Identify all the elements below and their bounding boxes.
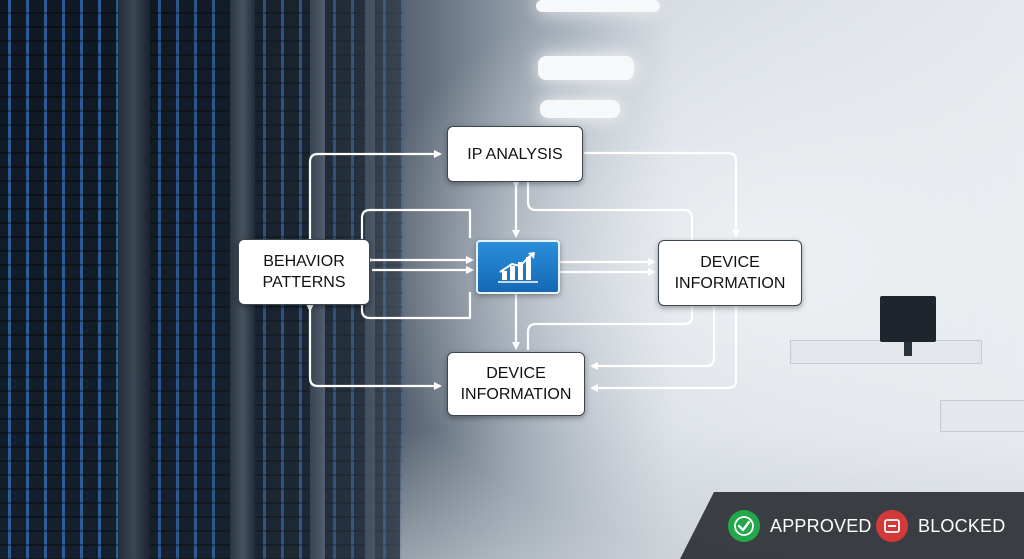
server-rack (375, 0, 403, 559)
connector-line (526, 182, 694, 240)
status-legend: APPROVED BLOCKED (680, 492, 1024, 559)
desk (940, 400, 1024, 432)
server-rack (0, 0, 118, 559)
ceiling-light (540, 100, 620, 118)
node-label: DEVICE INFORMATION (674, 254, 786, 292)
rack-post (118, 0, 150, 559)
connector-line (526, 305, 694, 350)
node-device-information-bottom: DEVICE INFORMATION (447, 352, 585, 416)
legend-blocked: BLOCKED (876, 506, 1005, 546)
desk (790, 340, 982, 364)
server-rack (150, 0, 230, 559)
legend-approved: APPROVED (728, 506, 872, 546)
connector-line (590, 304, 740, 392)
ceiling-light (536, 0, 660, 12)
connector-line (360, 208, 472, 240)
connector-line (584, 151, 740, 238)
node-behavior-patterns: BEHAVIOR PATTERNS (238, 239, 370, 305)
analytics-hub (476, 240, 560, 294)
node-label: IP ANALYSIS (467, 145, 563, 163)
stop-icon (876, 510, 908, 542)
ceiling-light (538, 56, 634, 80)
legend-approved-label: APPROVED (770, 515, 872, 536)
connector-line (590, 305, 716, 370)
connector-line (360, 292, 472, 320)
monitor-stand (904, 342, 912, 356)
analytics-chart-icon (498, 252, 538, 283)
node-label: BEHAVIOR PATTERNS (262, 253, 346, 291)
legend-blocked-label: BLOCKED (918, 515, 1006, 536)
monitor (880, 296, 936, 342)
node-ip-analysis: IP ANALYSIS (447, 126, 583, 182)
check-circle-icon (728, 510, 760, 542)
connector-line (306, 150, 442, 244)
connector-line (306, 304, 442, 390)
node-label: DEVICE INFORMATION (460, 365, 572, 403)
node-device-information-right: DEVICE INFORMATION (658, 240, 802, 306)
